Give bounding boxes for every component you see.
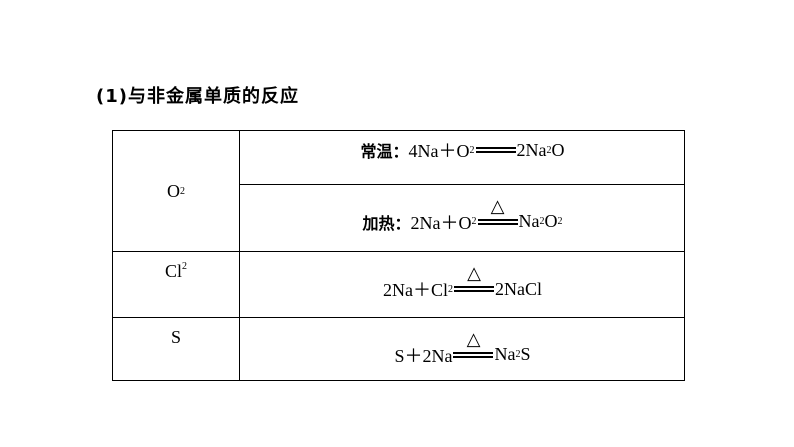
condition-label: 加热： <box>362 213 411 233</box>
section-heading: (1)与非金属单质的反应 <box>96 86 299 107</box>
row-divider <box>113 251 684 252</box>
reactant-subscript: 2 <box>180 185 185 197</box>
reactant-s: S <box>113 317 239 382</box>
row-divider <box>239 184 684 185</box>
equation-rhs-tail: S <box>520 344 531 364</box>
heat-triangle-icon: △ <box>466 328 481 350</box>
reactant-symbol: S <box>170 327 181 347</box>
equation-subscript: 2 <box>469 144 475 156</box>
heat-triangle-icon: △ <box>467 263 481 284</box>
equation-rhs-tail: O <box>551 139 565 160</box>
heat-equals-sign: △ <box>477 197 518 226</box>
equation-subscript: 2 <box>539 216 545 227</box>
equation-lhs: S＋2Na <box>394 345 453 366</box>
equation-lhs: 2Na＋Cl <box>383 280 448 300</box>
reactant-subscript: 2 <box>182 261 187 272</box>
equation-subscript: 2 <box>546 144 552 156</box>
reactant-symbol: Cl <box>164 261 182 281</box>
heat-equals-sign: △ <box>454 265 494 293</box>
column-divider <box>239 131 240 380</box>
equation-rhs: 2NaCl <box>495 278 542 299</box>
reactant-symbol: O <box>167 180 180 201</box>
equation-rhs: Na <box>494 344 516 364</box>
heat-triangle-icon: △ <box>490 195 505 217</box>
equation-lhs: 4Na＋O <box>408 141 470 161</box>
row-divider <box>113 317 684 318</box>
equals-sign <box>475 146 516 154</box>
equation-rhs: 2Na <box>516 139 547 160</box>
equation-subscript: 2 <box>448 283 453 295</box>
equation-rhs: Na <box>518 211 540 231</box>
heat-equals-sign: △ <box>453 330 494 359</box>
equation-subscript: 2 <box>515 349 521 360</box>
condition-label: 常温： <box>360 142 409 161</box>
equation-subscript: 2 <box>471 216 477 227</box>
equation-lhs: 2Na＋O <box>410 212 472 233</box>
equation-rhs-tail: O <box>544 211 558 231</box>
equation-subscript: 2 <box>557 216 563 227</box>
